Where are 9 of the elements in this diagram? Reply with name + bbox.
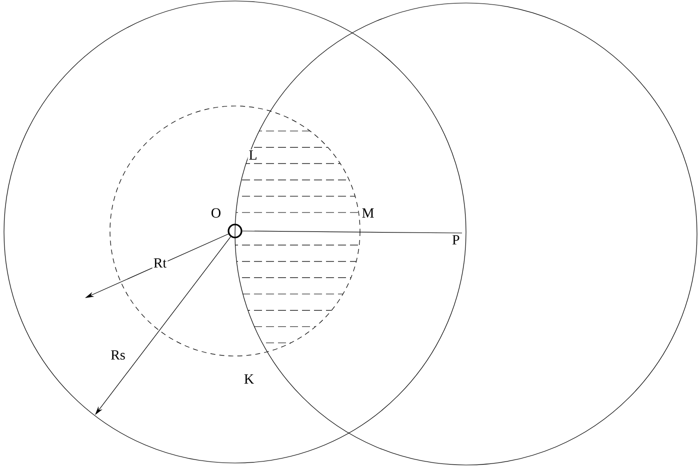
point-label: L (248, 149, 258, 161)
point-label: K (242, 373, 256, 385)
edge-label: Rs (110, 349, 126, 361)
line (242, 230, 462, 234)
point-label: M (360, 207, 376, 219)
point-label: O (212, 208, 220, 218)
edge-label: Rt (152, 257, 168, 269)
center-point (228, 224, 242, 238)
point-label: P (452, 235, 460, 244)
